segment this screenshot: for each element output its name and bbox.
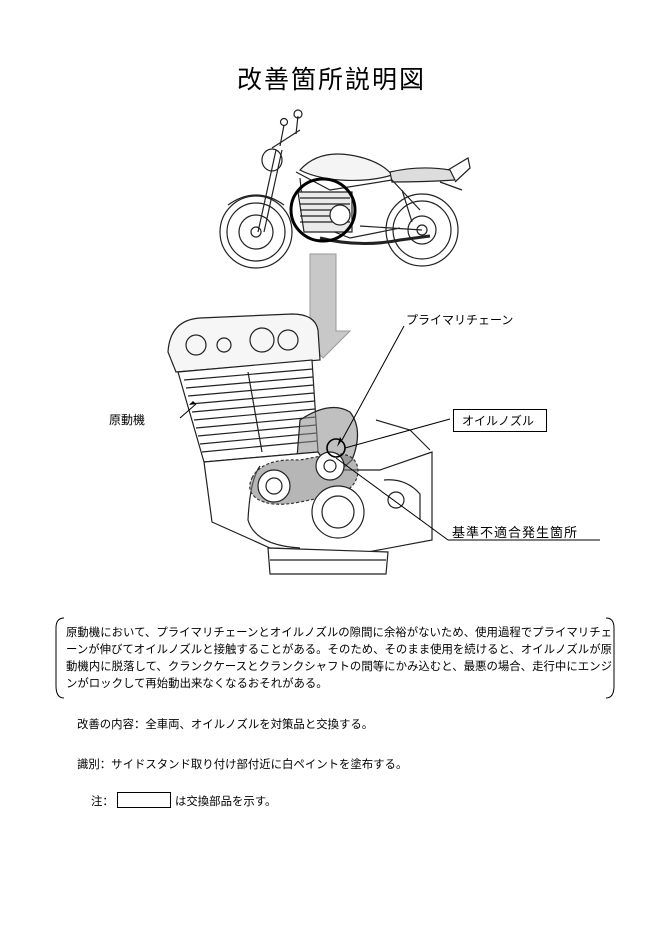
legend-swatch — [117, 792, 171, 808]
defect-location-label: 基準不適合発生箇所 — [452, 526, 579, 541]
oil-nozzle-label: オイルノズル — [453, 409, 547, 432]
improvement-note: 改善の内容：全車両、オイルノズルを対策品と交換する。 — [77, 717, 374, 731]
defect-description: 原動機において、プライマリチェーンとオイルノズルの隙間に余裕がないため、使用過程… — [66, 625, 612, 690]
page-title: 改善箇所説明図 — [236, 65, 426, 94]
engine-label: 原動機 — [109, 413, 146, 427]
engine-illustration — [167, 313, 433, 575]
identification-note: 識別：サイドスタンド取り付け部付近に白ペイントを塗布する。 — [77, 757, 408, 771]
legend-suffix: は交換部品を示す。 — [175, 794, 277, 808]
legend-prefix: 注： — [91, 794, 114, 808]
motorcycle-illustration — [219, 109, 471, 269]
primary-chain-label: プライマリチェーン — [406, 313, 514, 327]
